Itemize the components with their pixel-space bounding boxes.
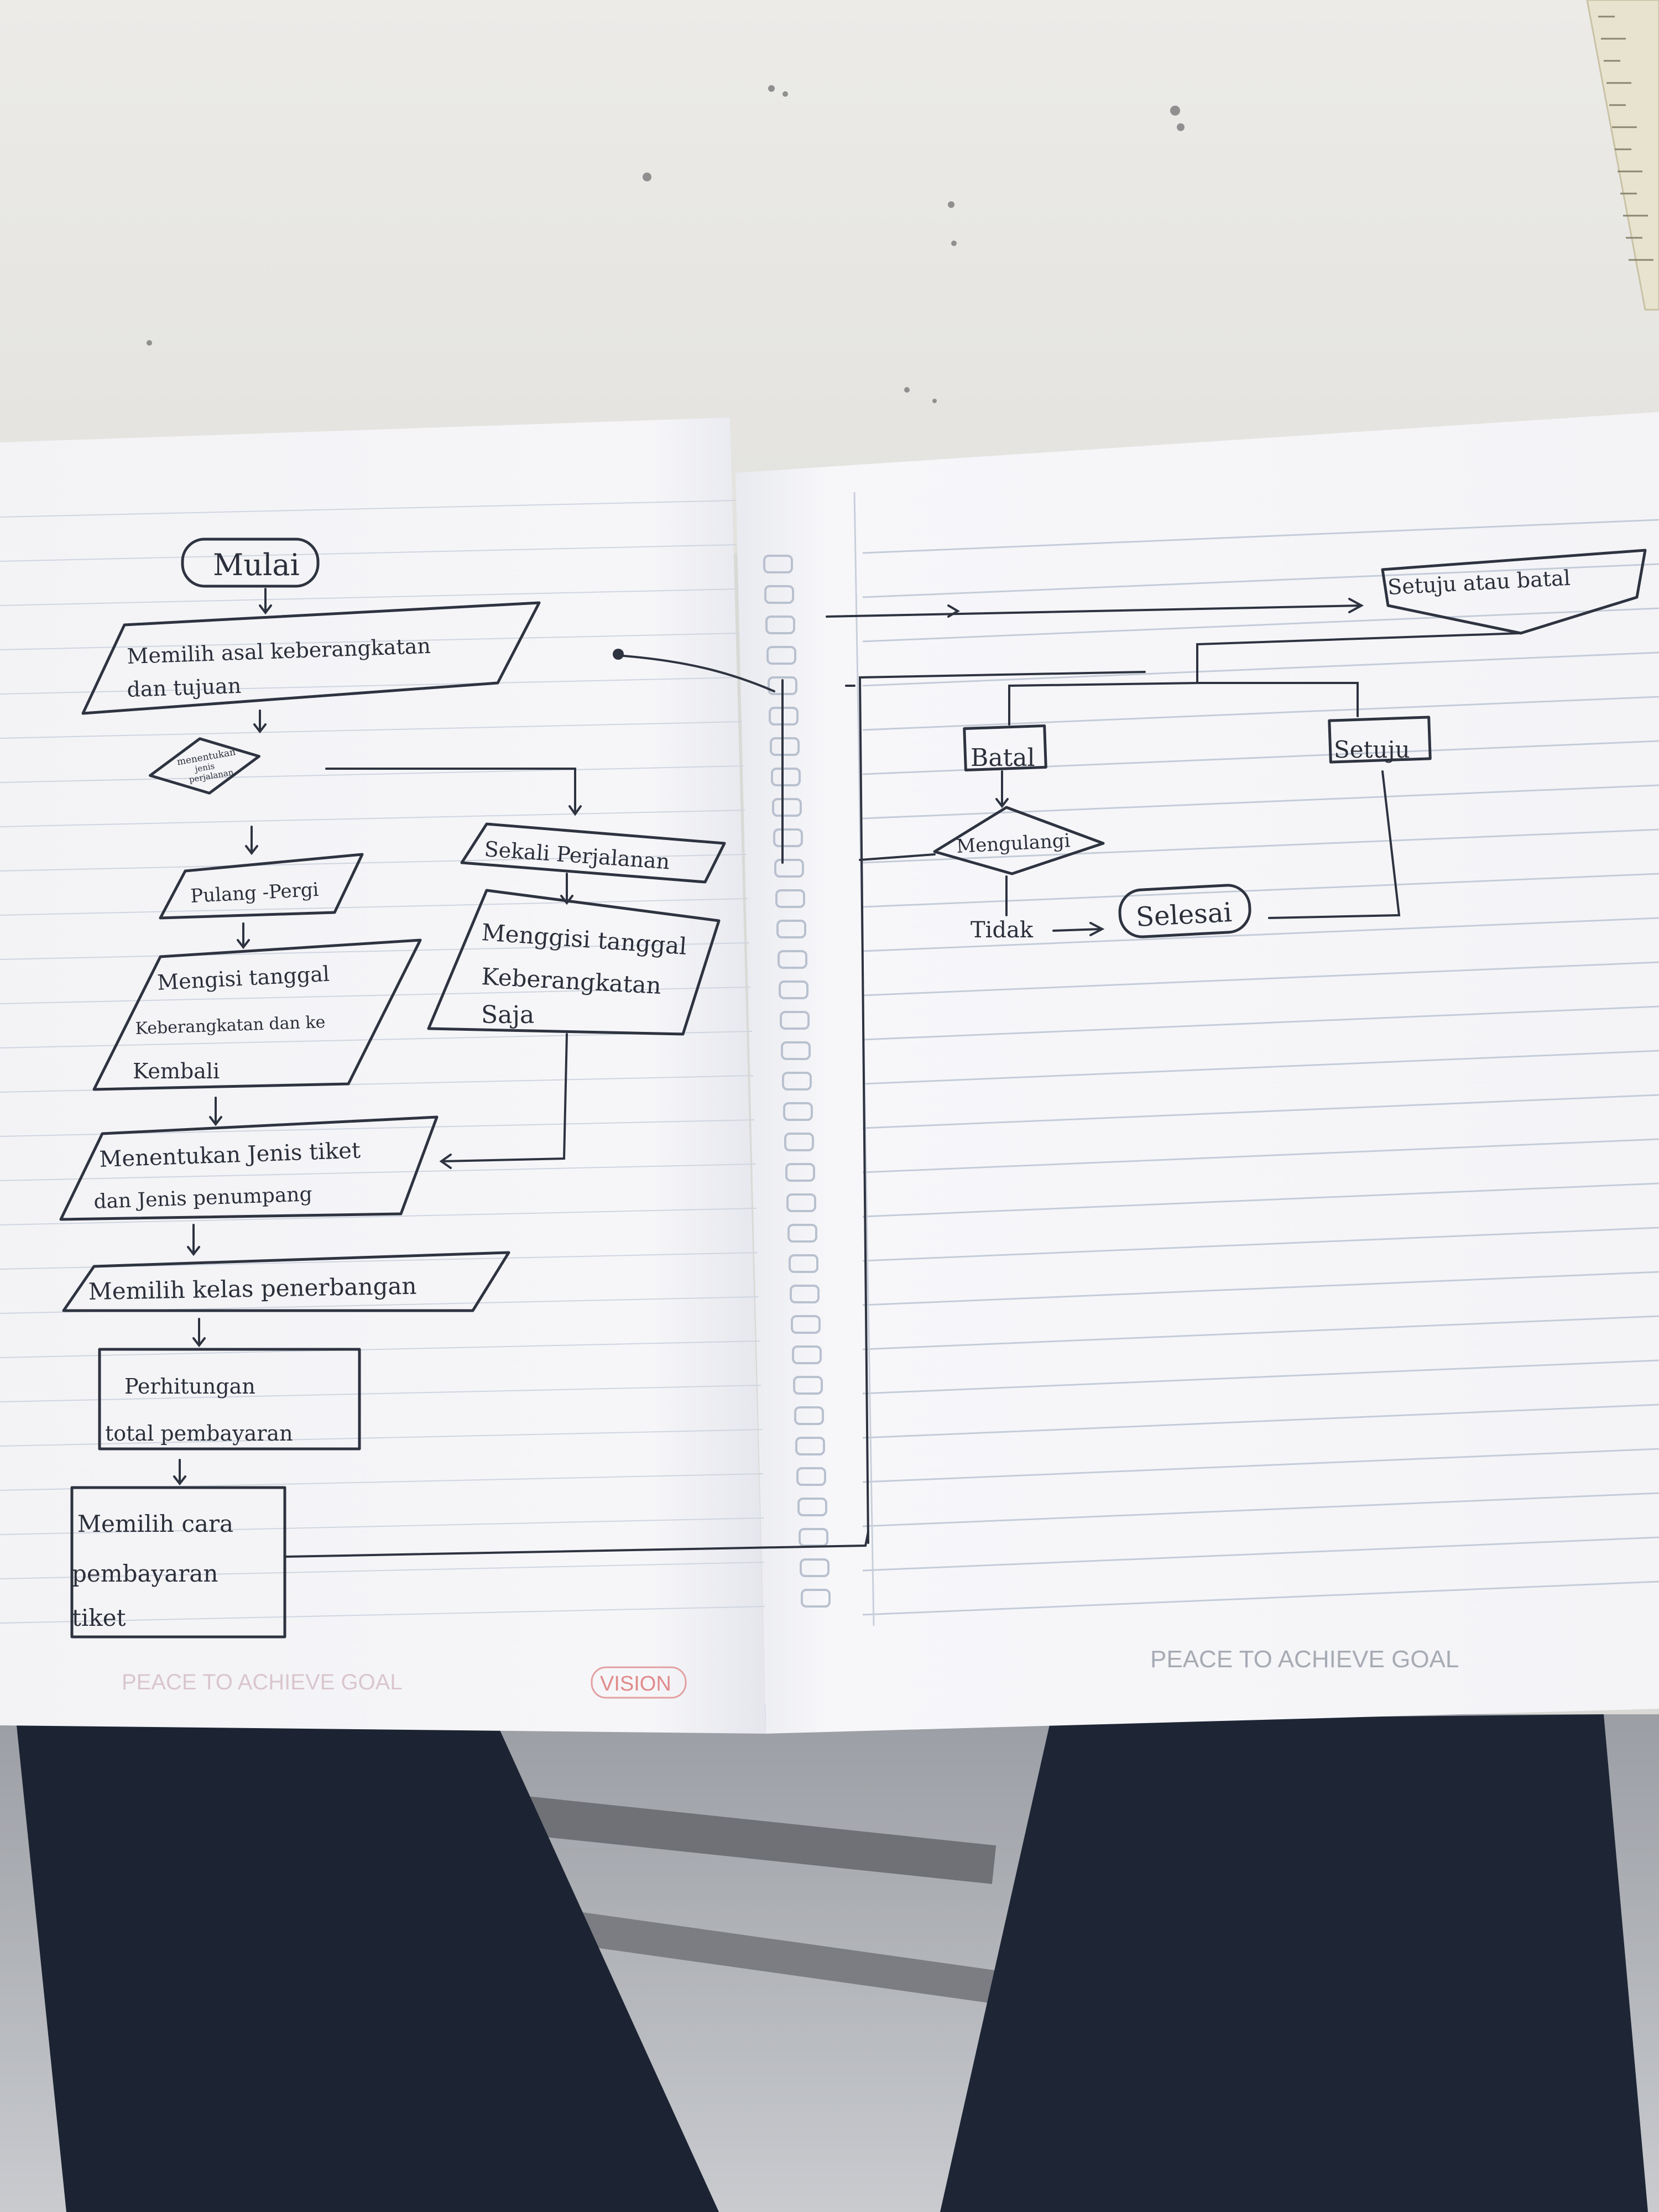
cancel-option-shape [963, 724, 1047, 771]
flight-class-shape [62, 1251, 510, 1312]
arrow-no-to-end [1052, 922, 1105, 936]
payment-process-shape [70, 1486, 286, 1639]
arrow-total-to-payment [173, 1459, 186, 1486]
left-leg [17, 1725, 719, 2212]
chair-rail [497, 1793, 997, 1884]
loop-arrow-head [613, 649, 624, 660]
total-process-line2: total pembayaran [105, 1421, 293, 1446]
round-trip-dates-line3: Kembali [133, 1059, 220, 1083]
trip-type-decision [149, 737, 260, 795]
chair-rail-2 [470, 1897, 1023, 2007]
right-leg [940, 1714, 1648, 2212]
arrow-start-to-origin [259, 588, 272, 615]
payment-process-line2: pembayaran [72, 1560, 218, 1587]
ruler [1586, 0, 1659, 311]
payment-process-line1: Memilih cara [77, 1510, 233, 1537]
connector-repeat-loop [615, 654, 784, 864]
ticket-type-shape [59, 1115, 439, 1221]
right-page [735, 412, 1659, 1734]
left-page-rulings [0, 500, 765, 1624]
right-page-rulings [862, 519, 1659, 1616]
cancel-option-label: Batal [971, 744, 1035, 772]
arrow-head-mid [947, 604, 960, 618]
arrow-dates-to-ticket [209, 1097, 222, 1126]
brand-label: VISION [600, 1672, 671, 1695]
arrow-decision-to-round-trip [245, 826, 258, 855]
one-way-date-shape [427, 889, 721, 1036]
start-terminator [181, 538, 320, 588]
arrow-round-trip-to-dates [237, 922, 250, 950]
connector-repeat-left [859, 853, 936, 861]
total-process-line1: Perhitungan [124, 1374, 255, 1399]
arrow-one-way-to-date [560, 873, 573, 905]
round-trip-dates-shape [92, 938, 422, 1091]
footer-left: PEACE TO ACHIEVE GOAL [122, 1670, 403, 1694]
arrow-to-confirm [826, 598, 1364, 618]
arrow-ticket-to-class [187, 1224, 200, 1256]
origin-input-line2: dan tujuan [127, 674, 242, 702]
arrow-cancel-to-repeat [995, 770, 1009, 808]
branch-lines [1008, 632, 1522, 726]
agree-option-shape [1328, 716, 1432, 764]
flight-class-label: Memilih kelas penerbangan [88, 1272, 417, 1305]
start-label: Mulai [213, 547, 300, 582]
agree-option-label: Setuju [1334, 736, 1410, 763]
repeat-decision-shape [933, 806, 1105, 875]
origin-input-shape [81, 601, 541, 715]
footer-right: PEACE TO ACHIEVE GOAL [1150, 1646, 1459, 1673]
total-process-shape [98, 1348, 361, 1451]
arrow-origin-to-decision [253, 709, 267, 734]
desk-specks [147, 85, 1185, 403]
confirm-decision-shape [1381, 549, 1647, 635]
arrow-class-to-total [192, 1318, 206, 1348]
end-terminator [1118, 884, 1251, 938]
one-way-date-line3: Saja [481, 1001, 534, 1029]
branch-to-one-way [325, 768, 582, 816]
brand-badge [591, 1666, 687, 1699]
connector-agree-down [1268, 770, 1401, 919]
no-label: Tidak [971, 917, 1034, 943]
connector-one-way-to-ticket [439, 1033, 568, 1169]
payment-process-line3: tiket [72, 1604, 126, 1631]
connector-spine-vertical [845, 671, 1146, 1544]
end-label: Selesai [1135, 897, 1233, 933]
round-trip-option-shape [159, 853, 364, 920]
one-way-option-shape [460, 822, 726, 884]
